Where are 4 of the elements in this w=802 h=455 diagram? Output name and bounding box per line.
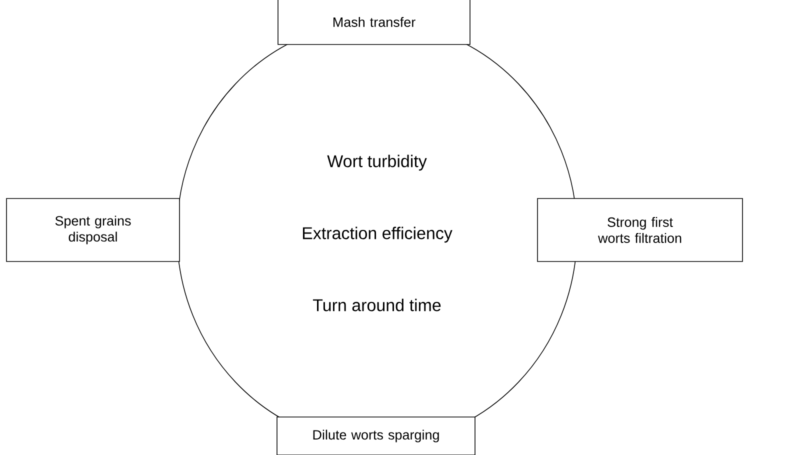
process-box: Spent grains disposal: [6, 198, 180, 262]
process-box: Mash transfer: [278, 0, 470, 45]
process-box: Dilute worts sparging: [276, 416, 476, 455]
process-box: Strong first worts filtration: [537, 198, 743, 262]
